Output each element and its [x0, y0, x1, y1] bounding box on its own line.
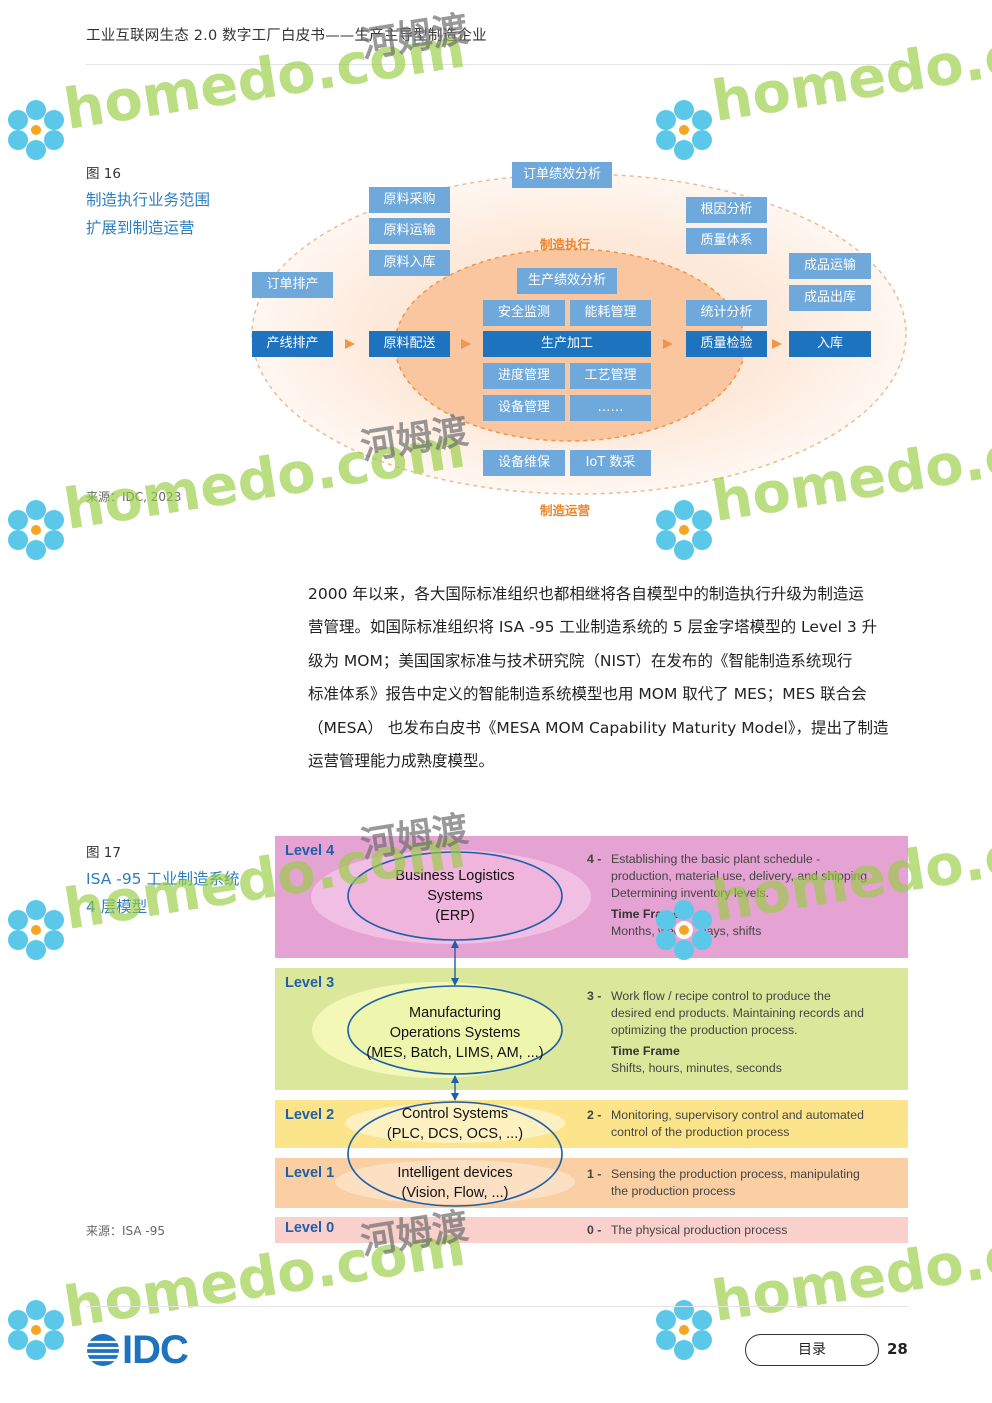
- box-ellipsis: ……: [570, 395, 651, 421]
- figure16-title-line2: 扩展到制造运营: [86, 219, 195, 237]
- figure17-title-line2: 4 层模型: [86, 898, 148, 916]
- figure16-title: 制造执行业务范围 扩展到制造运营: [86, 186, 210, 242]
- box-safety-monitoring: 安全监测: [483, 300, 565, 326]
- body-line: 标准体系》报告中定义的智能制造系统模型也用 MOM 取代了 MES；MES 联合…: [308, 685, 867, 704]
- box-material-storage: 原料入库: [369, 250, 450, 276]
- level2-label: Level 2: [285, 1107, 335, 1123]
- level1-halo: [335, 1160, 575, 1204]
- box-production-processing: 生产加工: [483, 331, 651, 357]
- level1-label: Level 1: [285, 1165, 335, 1181]
- level2-description: 2 - Monitoring, supervisory control and …: [587, 1108, 864, 1139]
- body-line: （MESA） 也发布白皮书《MESA MOM Capability Maturi…: [308, 718, 889, 737]
- level3-description: 3 - Work flow / recipe control to produc…: [587, 989, 864, 1075]
- box-material-purchase: 原料采购: [369, 187, 450, 213]
- arrow-right-icon: [772, 339, 782, 349]
- box-equipment-maintenance: 设备维保: [483, 450, 565, 476]
- level3-center-text: Manufacturing Operations Systems (MES, B…: [366, 1005, 544, 1061]
- idc-logo-text: IDC: [122, 1328, 189, 1372]
- box-warehouse-in: 入库: [789, 331, 871, 357]
- body-line: 运营管理能力成熟度模型。: [308, 752, 495, 771]
- idc-logo: IDC: [86, 1328, 189, 1373]
- figure17-source: 来源：ISA -95: [86, 1224, 166, 1238]
- body-line: 级为 MOM；美国国家标准与技术研究院（NIST）在发布的《智能制造系统现行: [308, 651, 853, 670]
- level2-center-text: Control Systems (PLC, DCS, OCS, ...): [386, 1106, 524, 1142]
- box-progress-management: 进度管理: [483, 363, 565, 389]
- arrow-up-icon: [451, 1075, 459, 1083]
- level3-label: Level 3: [285, 975, 335, 991]
- arrow-right-icon: [663, 339, 673, 349]
- page-number: 28: [887, 1340, 908, 1358]
- figure16-source: 来源：IDC, 2023: [86, 490, 182, 504]
- box-root-cause: 根因分析: [686, 197, 767, 223]
- arrow-right-icon: [461, 339, 471, 349]
- level0-description: 0 - The physical production process: [587, 1223, 788, 1237]
- body-line: 2000 年以来，各大国际标准组织也都相继将各自模型中的制造执行升级为制造运: [308, 585, 864, 603]
- level1-description: 1 - Sensing the production process, mani…: [587, 1167, 860, 1198]
- box-quality-system: 质量体系: [686, 228, 767, 254]
- arrow-down-icon: [451, 1093, 459, 1101]
- header-title: 工业互联网生态 2.0 数字工厂白皮书——生产主导型制造企业: [86, 28, 487, 44]
- box-order-schedule: 订单排产: [252, 272, 333, 298]
- figure16-title-line1: 制造执行业务范围: [86, 191, 211, 209]
- level4-center-text: Business Logistics Systems (ERP): [395, 868, 515, 924]
- level4-label: Level 4: [285, 843, 335, 859]
- box-statistical-analysis: 统计分析: [686, 300, 767, 326]
- figure16-number: 图 16: [86, 166, 121, 182]
- level0-band: Level 0 0 - The physical production proc…: [275, 1217, 908, 1243]
- box-product-out: 成品出库: [789, 285, 871, 311]
- box-equipment-management: 设备管理: [483, 395, 565, 421]
- header-divider: [86, 64, 908, 65]
- box-production-performance: 生产绩效分析: [517, 268, 617, 294]
- box-quality-inspection: 质量检验: [686, 331, 767, 357]
- label-manufacturing-operations: 制造运营: [540, 503, 591, 518]
- figure17-title-line1: ISA -95 工业制造系统: [86, 870, 240, 888]
- body-line: 营管理。如国际标准组织将 ISA -95 工业制造系统的 5 层金字塔模型的 L…: [308, 618, 878, 637]
- flower-logo-icon: [8, 1300, 64, 1360]
- arrow-down-icon: [451, 978, 459, 986]
- box-iot-collection: IoT 数采: [570, 450, 651, 476]
- arrow-up-icon: [451, 940, 459, 948]
- toc-button[interactable]: 目录: [745, 1334, 879, 1366]
- figure17-number: 图 17: [86, 845, 121, 861]
- figure16-diagram: 制造执行 制造运营 订单绩效分析 原料采购 原料运输 原料入库 根因分析 质量体…: [0, 0, 992, 560]
- box-energy-management: 能耗管理: [570, 300, 651, 326]
- level1-2-ellipse: [347, 1101, 563, 1207]
- flower-logo-icon: [656, 1300, 712, 1360]
- figure17-title: ISA -95 工业制造系统 4 层模型: [86, 865, 239, 921]
- body-paragraph: 2000 年以来，各大国际标准组织也都相继将各自模型中的制造执行升级为制造运 营…: [308, 578, 908, 778]
- level2-halo: [345, 1103, 565, 1143]
- arrow-right-icon: [345, 339, 355, 349]
- figure17-diagram: Level 4 4 - Establishing the basic plant…: [275, 836, 908, 1243]
- box-order-performance: 订单绩效分析: [512, 162, 612, 188]
- box-material-transport: 原料运输: [369, 218, 450, 244]
- box-craft-management: 工艺管理: [570, 363, 651, 389]
- box-material-delivery: 原料配送: [369, 331, 450, 357]
- idc-globe-icon: [86, 1334, 120, 1366]
- footer-divider: [86, 1306, 908, 1307]
- figure17-ellipses: [311, 850, 591, 1207]
- level0-label: Level 0: [285, 1220, 335, 1236]
- label-manufacturing-execution: 制造执行: [540, 237, 591, 252]
- level1-center-text: Intelligent devices (Vision, Flow, ...): [397, 1165, 513, 1201]
- box-line-schedule: 产线排产: [252, 331, 333, 357]
- box-product-transport: 成品运输: [789, 253, 871, 279]
